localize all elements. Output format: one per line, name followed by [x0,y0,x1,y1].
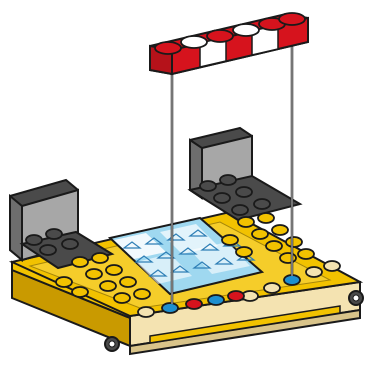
red-white-striped-barrier-plate [150,13,308,74]
